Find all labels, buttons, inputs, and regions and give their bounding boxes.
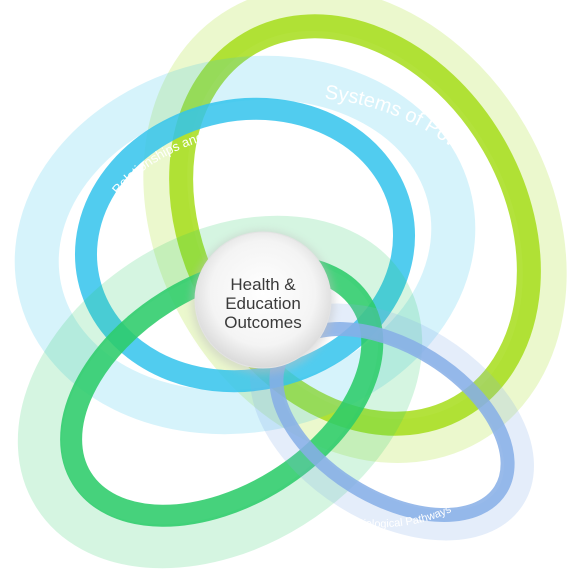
center-line-3: Outcomes (224, 313, 301, 332)
center-line-2: Education (225, 294, 301, 313)
center-line-1: Health & (230, 275, 296, 294)
center-circle (194, 231, 332, 369)
individual-halo (17, 215, 423, 569)
individual-band (60, 255, 384, 527)
center-circle-group: Health & Education Outcomes (191, 230, 335, 374)
individual-label: Individual Factors (116, 456, 216, 496)
ring-individual-factors (17, 215, 423, 569)
